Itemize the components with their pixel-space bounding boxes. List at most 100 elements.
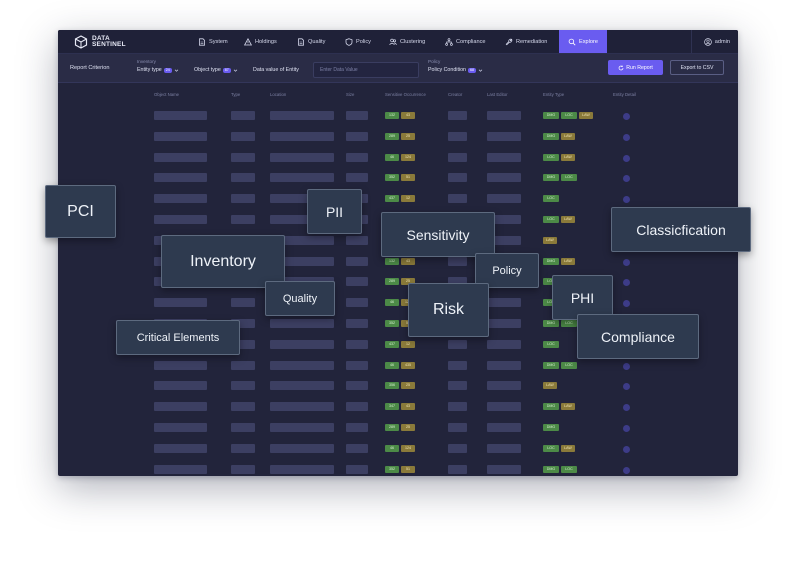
entity-type-chip: DMG	[543, 174, 559, 182]
nav-explore[interactable]: Explore	[559, 30, 607, 53]
entity-detail-button[interactable]	[623, 113, 630, 120]
warning-icon	[244, 37, 252, 45]
entity-detail-button[interactable]	[623, 279, 630, 287]
size-placeholder	[346, 443, 368, 453]
location-placeholder	[270, 235, 334, 245]
entity-detail-button[interactable]	[623, 383, 630, 391]
entity-detail-button[interactable]	[623, 133, 630, 141]
occurrence-count-badge: 132	[385, 112, 399, 119]
export-csv-label: Export to CSV	[680, 64, 714, 71]
data-value-label: Data value of Entity	[253, 67, 299, 73]
nav-holdings-label: Holdings	[255, 38, 277, 45]
tag-phi: PHI	[552, 275, 613, 320]
entity-detail-button[interactable]	[623, 466, 630, 474]
column-header-type: Type	[231, 92, 241, 97]
last-editor-placeholder	[487, 111, 521, 120]
policy-condition-dropdown[interactable]: Policy Condition 68	[428, 67, 483, 73]
occurrence-count-badge: 132	[385, 257, 399, 265]
nav-clustering[interactable]: Clustering	[389, 30, 431, 53]
entity-detail-button[interactable]	[623, 445, 630, 453]
occurrence-count-badge: 437	[385, 195, 399, 203]
document-icon	[298, 37, 304, 46]
export-csv-button[interactable]: Export to CSV	[670, 60, 724, 75]
nav-quality[interactable]: Quality	[297, 30, 330, 53]
object-name-placeholder	[154, 402, 207, 412]
size-placeholder	[346, 152, 368, 162]
entity-type-chip: DMG	[543, 465, 559, 473]
entity-detail-button[interactable]	[623, 425, 630, 432]
refresh-icon	[618, 65, 624, 70]
nav-compliance[interactable]: Compliance	[445, 30, 491, 53]
data-value-input[interactable]: Enter Data Value	[313, 62, 419, 78]
creator-placeholder	[448, 402, 467, 412]
object-type-dropdown[interactable]: Object type 87	[194, 67, 238, 73]
type-placeholder	[231, 131, 255, 141]
size-placeholder	[346, 402, 368, 412]
user-avatar-icon	[703, 37, 712, 46]
entity-type-chip: LOC	[543, 153, 559, 161]
entity-detail-button[interactable]	[623, 196, 630, 204]
logo-cube-icon	[74, 35, 88, 49]
occurrence-count-badge: 437	[385, 340, 399, 348]
last-editor-placeholder	[487, 131, 521, 141]
nav-compliance-label: Compliance	[456, 38, 486, 45]
chevron-down-icon	[174, 69, 178, 72]
entity-detail-button[interactable]	[623, 300, 630, 308]
occurrence-count-badge: 51	[401, 465, 415, 473]
nav-remediation[interactable]: Remediation	[505, 30, 553, 53]
tag-inventory: Inventory	[161, 235, 285, 288]
location-placeholder	[270, 339, 334, 349]
size-placeholder	[346, 111, 368, 120]
logo-text: DATA SENTINEL	[92, 35, 126, 49]
creator-placeholder	[448, 111, 467, 120]
policy-condition-label: Policy Condition	[428, 67, 466, 73]
run-report-button[interactable]: Run Report	[608, 60, 663, 75]
nav-system-label: System	[209, 38, 228, 45]
occurrence-count-badge: 25	[401, 424, 415, 431]
entity-detail-button[interactable]	[623, 258, 630, 266]
tag-pii: PII	[307, 189, 362, 234]
nav-holdings[interactable]: Holdings	[244, 30, 282, 53]
entity-type-dropdown[interactable]: Entity type 24	[137, 67, 179, 73]
entity-detail-button[interactable]	[623, 404, 630, 412]
last-editor-placeholder	[487, 443, 521, 453]
app-logo[interactable]: DATA SENTINEL	[74, 33, 126, 51]
object-type-label: Object type	[194, 67, 221, 73]
occurrence-count-badge: 25	[401, 132, 415, 140]
policy-label: Policy	[428, 59, 441, 64]
occurrence-count-badge: 46	[385, 153, 399, 161]
tag-quality: Quality	[265, 281, 335, 316]
entity-detail-button[interactable]	[623, 154, 630, 162]
nav-system[interactable]: System	[198, 30, 230, 53]
creator-placeholder	[448, 339, 467, 349]
entity-type-chip: LAW	[543, 382, 557, 390]
entity-type-chip: LOC	[561, 174, 577, 182]
nav-policy[interactable]: Policy	[345, 30, 375, 53]
entity-detail-button[interactable]	[623, 175, 630, 183]
creator-placeholder	[448, 464, 467, 474]
user-menu[interactable]: admin	[703, 30, 730, 53]
entity-detail-button[interactable]	[623, 362, 630, 370]
tag-classicfication: Classicfication	[611, 207, 751, 252]
type-placeholder	[231, 402, 255, 412]
creator-placeholder	[448, 381, 467, 391]
object-name-placeholder	[154, 464, 207, 474]
creator-placeholder	[448, 152, 467, 162]
type-placeholder	[231, 464, 255, 474]
size-placeholder	[346, 381, 368, 391]
run-report-label: Run Report	[626, 64, 653, 71]
object-name-placeholder	[154, 360, 207, 370]
column-header-entity-detail: Entity Detail	[613, 92, 636, 97]
